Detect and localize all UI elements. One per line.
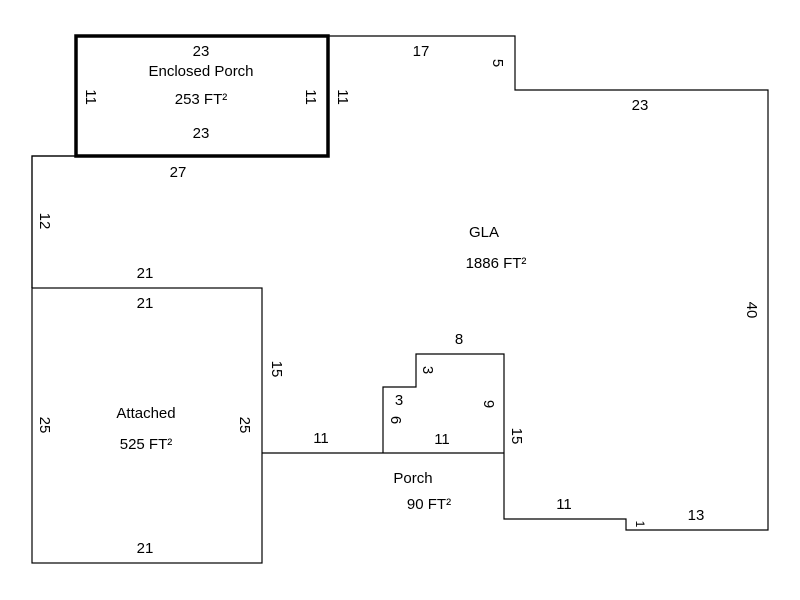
- gla-right-dim: 40: [743, 302, 760, 319]
- enclosed-porch-area: 253 FT²: [175, 91, 228, 108]
- gla-name: GLA: [469, 224, 499, 241]
- attached-outline: [31, 287, 263, 564]
- enclosed-porch-outline: [74, 34, 330, 158]
- gla-box-bottom-dim: 11: [434, 431, 450, 448]
- gla-top-left-dim: 27: [170, 164, 187, 181]
- gla-porch-top-dim: 11: [313, 430, 329, 447]
- porch-name: Porch: [393, 470, 432, 487]
- gla-porch-side-dim-15: 15: [508, 428, 525, 445]
- attached-bottom-dim: 21: [137, 540, 154, 557]
- enclosed-porch-right-dim: 11: [302, 89, 319, 105]
- gla-left-upper-dim: 12: [36, 213, 53, 230]
- gla-top-dim: 17: [413, 43, 430, 60]
- enclosed-porch-bottom-dim: 23: [193, 125, 210, 142]
- attached-top-dim: 21: [137, 295, 154, 312]
- gla-box-step-h-dim: 3: [395, 392, 403, 409]
- gla-bottom-mid-dim: 11: [556, 496, 572, 513]
- gla-upper-right-dim: 23: [632, 97, 649, 114]
- gla-box-step-v-dim: 3: [419, 366, 436, 374]
- gla-box-right-dim: 9: [480, 400, 497, 408]
- gla-walls: [31, 35, 769, 531]
- gla-box-left-dim: 6: [387, 416, 404, 424]
- porch-area: 90 FT²: [407, 496, 451, 513]
- gla-area: 1886 FT²: [466, 255, 527, 272]
- attached-left-dim: 25: [36, 417, 53, 434]
- gla-above-attached-dim: 21: [137, 265, 154, 282]
- attached-right-dim: 25: [236, 417, 253, 434]
- attached-name: Attached: [116, 405, 175, 422]
- gla-box-top-dim: 8: [455, 331, 463, 348]
- attached-area: 525 FT²: [120, 436, 173, 453]
- gla-porch-side-dim: 11: [334, 89, 351, 105]
- enclosed-porch-top-dim: 23: [193, 43, 210, 60]
- gla-step-dim: 5: [489, 59, 506, 67]
- gla-bottom-right-dim: 13: [688, 507, 705, 524]
- enclosed-porch-left-dim: 11: [82, 89, 99, 105]
- enclosed-porch-name: Enclosed Porch: [148, 63, 253, 80]
- gla-notch-dim: 1: [633, 521, 647, 528]
- gla-attached-side-dim: 15: [268, 361, 285, 378]
